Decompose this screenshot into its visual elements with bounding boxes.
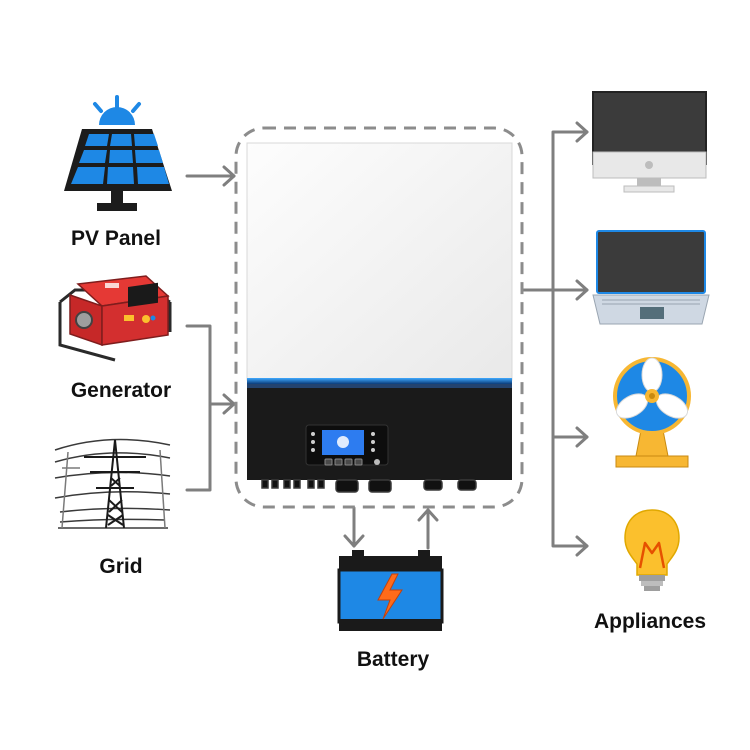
generator-icon <box>58 275 172 362</box>
battery-label: Battery <box>356 648 430 671</box>
hybrid-inverter-icon <box>246 142 513 493</box>
desktop-monitor-icon <box>592 91 707 193</box>
fan-icon <box>613 357 691 468</box>
grid-label: Grid <box>99 555 143 578</box>
arrow-pv-to-inverter <box>185 165 236 187</box>
inverter-cable-glands <box>261 479 477 493</box>
arrows <box>185 121 589 557</box>
arrow-battery-to-inverter <box>417 508 439 550</box>
laptop-icon <box>592 230 710 325</box>
appliances-label: Appliances <box>593 610 707 633</box>
power-tower-icon <box>54 438 171 529</box>
arrow-inverter-to-appliances <box>520 121 589 557</box>
pv-panel-label: PV Panel <box>71 227 161 250</box>
arrow-inverter-to-battery <box>343 506 365 548</box>
arrow-generator-grid-to-inverter <box>185 324 236 492</box>
battery-icon <box>337 550 444 631</box>
light-bulb-icon <box>624 509 680 591</box>
solar-panel-icon <box>64 95 172 211</box>
inverter-buttons <box>324 458 363 466</box>
generator-label: Generator <box>70 379 172 402</box>
